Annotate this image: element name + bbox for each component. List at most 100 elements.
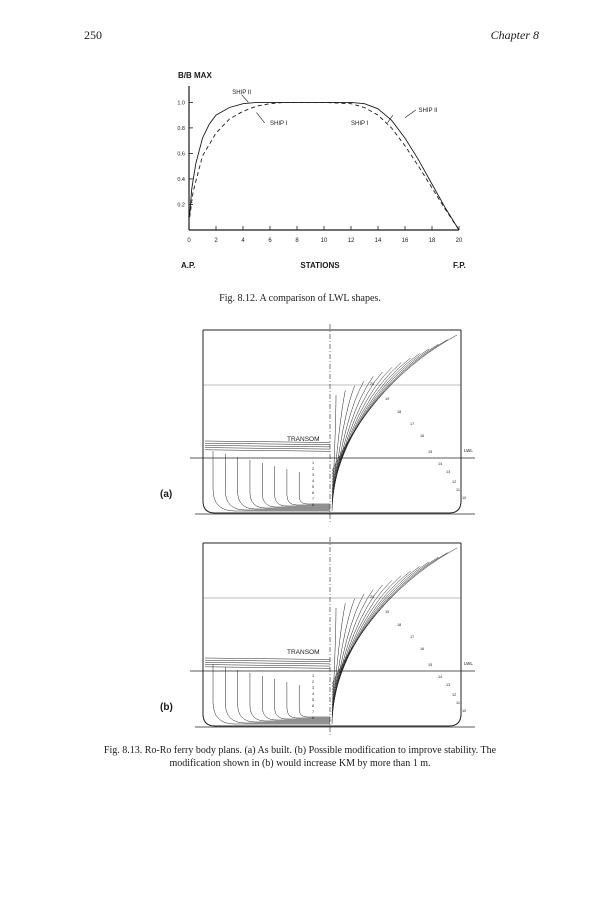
aft-station-number: 5	[312, 485, 314, 489]
aft-station-number: 2	[312, 467, 314, 471]
fwd-station-number: 10	[462, 709, 466, 713]
fwd-station-number: 18	[397, 623, 401, 627]
chart-y-tick-label: 0.2	[177, 202, 185, 208]
fwd-station-line	[331, 584, 383, 709]
fwd-station-line	[331, 348, 430, 481]
chart-x-tick-label: 12	[348, 238, 355, 244]
fwd-station-line	[331, 385, 355, 505]
fwd-station-line	[331, 334, 458, 472]
aft-station-line	[237, 457, 330, 510]
chart-y-tick-label: 0.4	[177, 177, 185, 183]
aft-station-line	[249, 673, 330, 722]
fwd-station-number: 20	[370, 595, 374, 599]
fwd-station-number: 14	[438, 462, 442, 466]
transom-line	[204, 449, 331, 452]
fwd-station-line	[331, 598, 355, 718]
transom-line	[204, 666, 331, 669]
fwd-station-number: 16	[420, 434, 424, 438]
fwd-station-line	[331, 552, 448, 688]
fwd-station-number: 18	[397, 410, 401, 414]
aft-station-line	[262, 676, 330, 721]
chart-x-tick-label: 16	[402, 238, 409, 244]
fwd-station-line	[331, 339, 448, 475]
transom-line	[204, 657, 331, 660]
chart-annotation: SHIP I	[351, 121, 369, 127]
chart-annotation-leader	[404, 109, 416, 118]
fwd-station-line	[331, 376, 374, 499]
aft-station-number: 3	[312, 473, 314, 477]
fwd-station-line	[331, 566, 420, 697]
aft-station-line	[212, 664, 330, 725]
fwd-station-line	[331, 362, 402, 490]
fwd-station-number: 11	[456, 701, 460, 705]
fwd-station-number: 10	[462, 496, 466, 500]
fwd-station-number: 19	[385, 397, 389, 401]
fwd-station-line	[331, 353, 420, 484]
aft-station-line	[237, 670, 330, 723]
aft-station-line	[286, 682, 330, 719]
running-header-chapter: Chapter 8	[490, 28, 539, 42]
aft-station-number: 4	[312, 692, 314, 696]
fwd-station-number: 12	[452, 480, 456, 484]
fwd-station-line	[331, 367, 393, 493]
chart-annotation: SHIP II	[232, 90, 251, 96]
panel-b-transom-label: TRANSOM	[287, 649, 320, 656]
aft-station-number: 1	[312, 674, 314, 678]
hull-outline	[202, 330, 462, 514]
aft-station-number: 7	[312, 710, 314, 714]
chart-y-tick-label: 0.8	[177, 126, 185, 132]
aft-station-number: 2	[312, 680, 314, 684]
aft-station-number: 6	[312, 704, 314, 708]
fwd-station-number: 16	[420, 647, 424, 651]
transom-line	[204, 445, 331, 448]
chart-y-tick-label: 0.6	[177, 151, 185, 157]
fwd-station-number: 15	[428, 663, 432, 667]
fwd-station-line	[331, 570, 411, 700]
panel-b-label: (b)	[160, 702, 173, 713]
aft-station-line	[298, 472, 330, 505]
aft-station-line	[298, 685, 330, 718]
chart-x-tick-label: 14	[375, 238, 382, 244]
aft-station-line	[274, 466, 330, 507]
panel-a-label: (a)	[160, 489, 172, 500]
fwd-station-line	[331, 344, 439, 478]
fwd-station-number: 13	[446, 470, 450, 474]
aft-station-number: 8	[312, 503, 314, 507]
chart-annotation: SHIP II	[419, 108, 438, 114]
chart-x-tick-label: 20	[456, 238, 463, 244]
aft-station-line	[286, 469, 330, 506]
aft-station-number: 5	[312, 698, 314, 702]
hull-outline	[202, 543, 462, 727]
fwd-station-number: 17	[410, 422, 414, 426]
panel-a-lwl-label: LWL	[464, 448, 473, 453]
fwd-station-number: 20	[370, 382, 374, 386]
fwd-station-line	[331, 371, 383, 496]
transom-line	[204, 659, 331, 662]
chart-annotation-leader	[387, 114, 394, 123]
transom-line	[204, 440, 331, 443]
aft-station-line	[225, 454, 330, 511]
fwd-station-line	[331, 575, 402, 703]
chart-x-tick-label: 8	[295, 238, 299, 244]
fwd-station-line	[331, 547, 458, 685]
fwd-station-line	[331, 557, 439, 691]
aft-station-number: 4	[312, 479, 314, 483]
fwd-station-line	[331, 561, 430, 694]
ro-ro-body-plans: (a) TRANSOM LWL 123456782019181716151413…	[160, 324, 475, 736]
chart-x-end-label-ap: A.P.	[181, 261, 196, 270]
fwd-station-number: 15	[428, 450, 432, 454]
chart-x-tick-label: 18	[429, 238, 436, 244]
chart-x-tick-label: 10	[321, 238, 328, 244]
chart-x-axis-label: STATIONS	[300, 261, 340, 270]
chart-y-axis-label: B/B MAX	[178, 71, 212, 80]
panel-a-transom-label: TRANSOM	[287, 436, 320, 443]
chart-annotation-leader	[256, 112, 265, 123]
series-line-ship-ii	[189, 101, 460, 231]
figure-8-13-caption: Fig. 8.13. Ro-Ro ferry body plans. (a) A…	[103, 745, 497, 769]
transom-line	[204, 447, 331, 450]
fwd-station-line	[331, 589, 374, 712]
aft-station-number: 7	[312, 497, 314, 501]
aft-station-line	[212, 451, 330, 512]
